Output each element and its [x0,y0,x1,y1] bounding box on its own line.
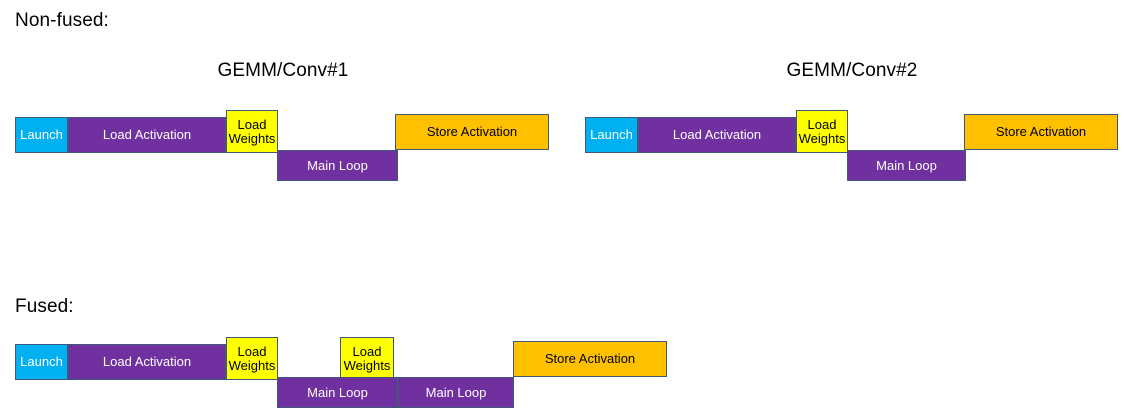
bar-label: Main Loop [876,157,937,173]
bar-main-loop-gemm2[interactable]: Main Loop [847,150,966,181]
bar-load-weights-fused-1[interactable]: Load Weights [226,337,278,380]
bar-label: Load Weights [343,344,391,373]
bar-store-activation-gemm2[interactable]: Store Activation [964,114,1118,150]
bar-load-activation-fused[interactable]: Load Activation [68,344,226,380]
bar-label: Load Activation [102,127,192,143]
bar-store-activation-fused[interactable]: Store Activation [513,341,667,377]
bar-load-activation-gemm2[interactable]: Load Activation [638,117,796,153]
bar-main-loop-fused-1[interactable]: Main Loop [277,377,398,408]
bar-launch-fused[interactable]: Launch [15,344,68,380]
bar-label: Load Activation [672,127,762,143]
bar-label: Launch [20,127,63,143]
bar-label: Store Activation [544,351,636,367]
bar-main-loop-gemm1[interactable]: Main Loop [277,150,398,181]
bar-label: Launch [590,127,633,143]
bar-load-weights-gemm1[interactable]: Load Weights [226,110,278,153]
bar-load-weights-fused-2[interactable]: Load Weights [340,337,394,380]
group-title-gemm-conv-2: GEMM/Conv#2 [786,60,918,81]
section-heading-fused: Fused: [15,296,74,317]
bar-label: Store Activation [995,124,1087,140]
bar-store-activation-gemm1[interactable]: Store Activation [395,114,549,150]
bar-load-activation-gemm1[interactable]: Load Activation [68,117,226,153]
bar-label: Load Weights [228,117,276,146]
bar-label: Main Loop [425,384,487,400]
bar-label: Load Weights [228,344,276,373]
bar-load-weights-gemm2[interactable]: Load Weights [796,110,848,153]
bar-label: Load Weights [798,117,846,146]
section-heading-non-fused: Non-fused: [15,10,109,31]
group-title-gemm-conv-1: GEMM/Conv#1 [217,60,349,81]
bar-launch-gemm1[interactable]: Launch [15,117,68,153]
bar-label: Store Activation [426,124,518,140]
bar-launch-gemm2[interactable]: Launch [585,117,638,153]
bar-label: Load Activation [102,354,192,370]
bar-main-loop-fused-2[interactable]: Main Loop [398,377,514,408]
bar-label: Main Loop [307,157,368,173]
bar-label: Main Loop [307,384,368,400]
bar-label: Launch [20,354,63,370]
